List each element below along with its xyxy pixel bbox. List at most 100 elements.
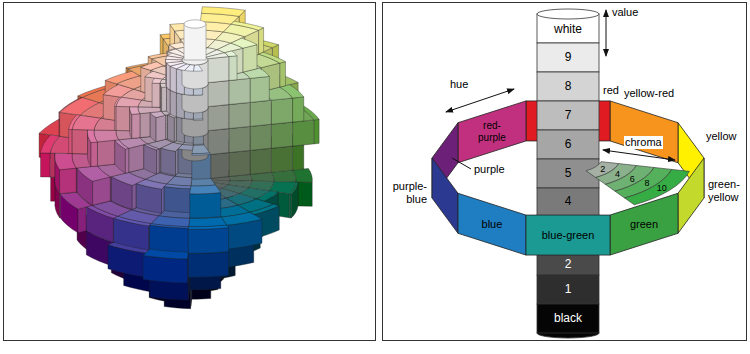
color-block [69, 115, 80, 130]
value-step: 8 [537, 72, 599, 101]
color-block [170, 66, 176, 93]
value-arrow [606, 10, 607, 56]
hue-ring-back [432, 101, 704, 198]
color-block [150, 224, 189, 229]
color-block [152, 78, 162, 83]
color-block [162, 87, 167, 111]
value-step-shape [537, 275, 599, 304]
color-block [298, 182, 312, 206]
value-step: 5 [537, 159, 599, 188]
color-block [166, 59, 183, 62]
color-block [97, 140, 114, 166]
color-block [152, 83, 160, 107]
color-block [271, 122, 292, 148]
color-block [224, 51, 237, 57]
color-block [208, 57, 229, 83]
white-column [184, 24, 206, 60]
color-block [259, 28, 264, 54]
hue-arrow [446, 89, 514, 112]
value-step: 2 [537, 255, 599, 275]
color-block [129, 145, 144, 173]
node-text: blue [482, 218, 503, 231]
color-block [162, 187, 165, 214]
color-block [143, 255, 187, 283]
color-block [167, 63, 171, 90]
color-block [167, 87, 171, 114]
value-step: 7 [537, 101, 599, 130]
color-block [231, 38, 257, 48]
node-text: 5 [565, 167, 572, 181]
value-step: white [537, 16, 599, 43]
color-block [59, 97, 82, 112]
value-step: 9 [537, 43, 599, 72]
node-text: green [630, 218, 658, 231]
color-block [192, 145, 210, 154]
color-block [132, 184, 136, 210]
hue-name: purple [474, 163, 505, 176]
color-block [86, 205, 117, 218]
hue-segment: green [619, 214, 669, 234]
color-block [289, 182, 298, 194]
value-step: 1 [537, 275, 599, 304]
color-block [78, 207, 86, 233]
white-column-top [184, 20, 206, 28]
color-block [166, 56, 183, 60]
chroma-number: 6 [630, 173, 635, 183]
color-block [271, 146, 292, 172]
color-block [229, 56, 237, 81]
color-block [206, 53, 229, 59]
node-text: 7 [565, 109, 572, 123]
color-block [114, 106, 116, 130]
color-block [164, 184, 191, 189]
color-block [221, 212, 262, 225]
color-block [250, 148, 271, 174]
color-block [50, 153, 55, 177]
color-block [250, 204, 279, 214]
hue-name: yellow-red [624, 87, 674, 100]
node-text: black [554, 312, 582, 326]
value-step: 6 [537, 130, 599, 159]
axis-label: hue [450, 78, 468, 91]
color-block [164, 187, 190, 213]
color-block [105, 71, 140, 84]
color-block [69, 129, 72, 153]
cylinder-top [537, 9, 599, 19]
color-block [229, 78, 250, 104]
value-step-shape [537, 43, 599, 72]
color-block [208, 105, 229, 131]
color-block [166, 115, 168, 139]
color-block [144, 144, 159, 150]
color-block [289, 194, 291, 218]
color-block [271, 98, 292, 124]
color-block [41, 135, 60, 153]
color-block [132, 114, 140, 139]
hue-segment: red-purple [470, 117, 514, 147]
color-block [250, 124, 271, 150]
color-block [157, 149, 160, 174]
color-block [293, 145, 304, 170]
color-block [293, 97, 304, 122]
color-block [188, 225, 228, 229]
color-block [229, 126, 250, 152]
color-block [72, 130, 87, 154]
color-block [138, 107, 161, 114]
node-text: blue-green [542, 229, 595, 242]
color-block [256, 191, 278, 202]
color-block [60, 168, 77, 194]
node-text: red-purple [470, 120, 514, 143]
chroma-number: 8 [645, 178, 650, 188]
chroma-arrow [603, 150, 675, 160]
value-step: 4 [537, 188, 599, 215]
color-block [174, 117, 176, 142]
color-block [91, 142, 97, 167]
node-text: 8 [565, 80, 572, 94]
hue-panel [526, 215, 610, 255]
leader-line [452, 158, 471, 169]
color-block [176, 149, 178, 175]
hue-segment: blue [467, 214, 517, 234]
color-block [190, 185, 221, 194]
panel-frame [4, 3, 376, 341]
color-block [41, 153, 51, 177]
